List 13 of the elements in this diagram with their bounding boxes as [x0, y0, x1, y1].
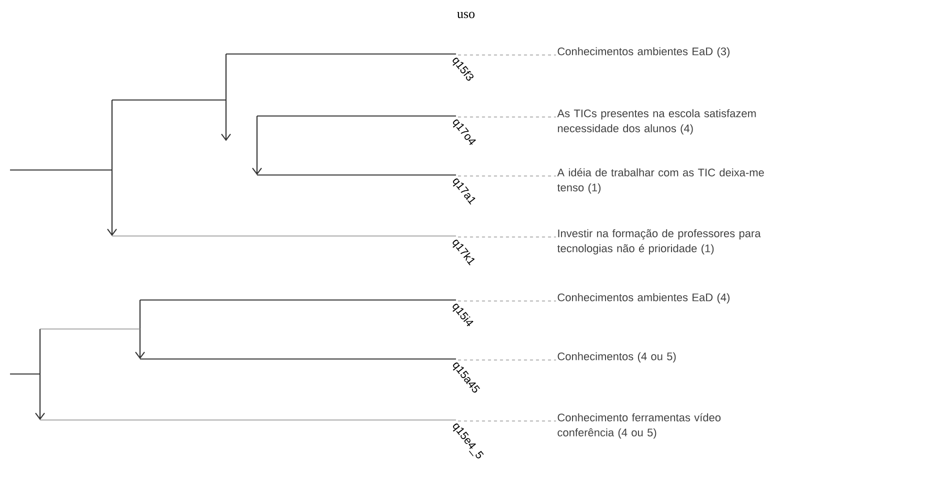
dashed-connector — [458, 236, 556, 238]
title: uso — [457, 12, 475, 18]
item-description: Investir na formação de professores para tecnologias não é prioridade (1) — [557, 229, 761, 254]
dashed-connector — [458, 300, 556, 302]
item-description: As TICs presentes na escola satisfazem necessidade dos alunos (4) — [557, 109, 756, 134]
item-description: Conhecimentos ambientes EaD (4) — [558, 293, 730, 304]
dashed-connector — [458, 116, 556, 118]
item-description: Conhecimentos ambientes EaD (3) — [558, 47, 730, 58]
item-description: A idéia de trabalhar com as TIC deixa-me tenso (1) — [557, 168, 764, 194]
dashed-connector — [458, 54, 556, 56]
dashed-connector — [458, 420, 556, 422]
item-description: Conhecimentos (4 ou 5) — [558, 352, 676, 362]
item-description: Conhecimento ferramentas vídeo conferência (4 ou 5) — [558, 413, 721, 439]
